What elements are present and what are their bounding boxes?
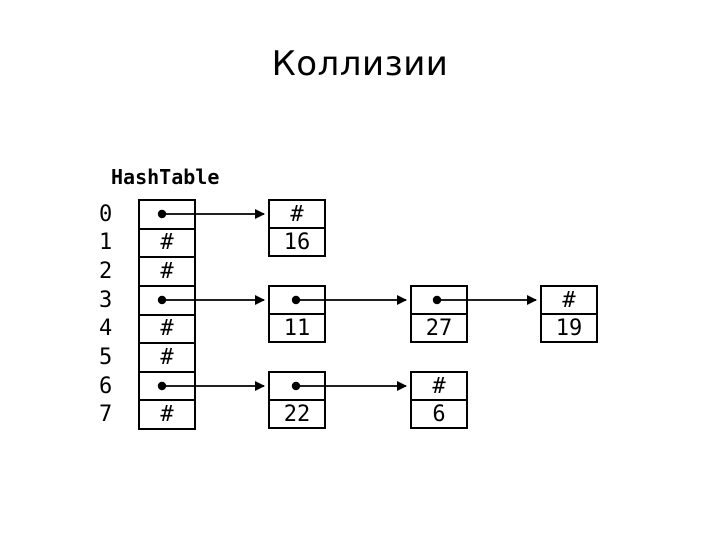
node-6-value: 6 — [412, 399, 466, 427]
node-6-next-null: # — [432, 373, 446, 399]
node-value-22: 22 — [268, 371, 326, 429]
node-value-16: # 16 — [268, 199, 326, 257]
node-16-value: 16 — [270, 227, 324, 255]
node-value-27: 27 — [410, 285, 468, 343]
bucket-index-0: 0 — [99, 201, 113, 227]
bucket-index-7: 7 — [99, 402, 113, 428]
node-11-next-pointer — [270, 287, 324, 313]
bucket-index-column: 0 1 2 3 4 5 6 7 — [99, 201, 125, 428]
bucket-slot-7-null: # — [140, 399, 194, 428]
bucket-slot-5-null: # — [140, 342, 194, 371]
bucket-slot-6-pointer — [140, 370, 194, 400]
bucket-slot-4-null: # — [140, 313, 194, 343]
node-value-19: # 19 — [540, 285, 598, 343]
bucket-index-4: 4 — [99, 316, 113, 342]
bucket-index-2: 2 — [99, 259, 113, 285]
bucket-slot-2-null: # — [140, 256, 194, 285]
bucket-slot-3-pointer — [140, 284, 194, 314]
bucket-index-5: 5 — [99, 344, 113, 370]
node-11-value: 11 — [270, 313, 324, 341]
hashtable-label: HashTable — [111, 165, 220, 189]
node-22-value: 22 — [270, 399, 324, 427]
bucket-slot-0-pointer — [140, 201, 194, 228]
node-27-value: 27 — [412, 313, 466, 341]
bucket-slot-1-null: # — [140, 227, 194, 257]
node-22-next-pointer — [270, 373, 324, 399]
bucket-index-3: 3 — [99, 287, 113, 313]
slide-title: Коллизии — [271, 44, 449, 84]
bucket-index-6: 6 — [99, 373, 113, 399]
bucket-index-1: 1 — [99, 230, 113, 256]
hash-table-array: # # # # # — [138, 199, 196, 430]
node-19-value: 19 — [542, 313, 596, 341]
node-value-11: 11 — [268, 285, 326, 343]
node-27-next-pointer — [412, 287, 466, 313]
node-16-next-null: # — [290, 201, 304, 227]
node-19-next-null: # — [562, 287, 576, 313]
node-value-6: # 6 — [410, 371, 468, 429]
